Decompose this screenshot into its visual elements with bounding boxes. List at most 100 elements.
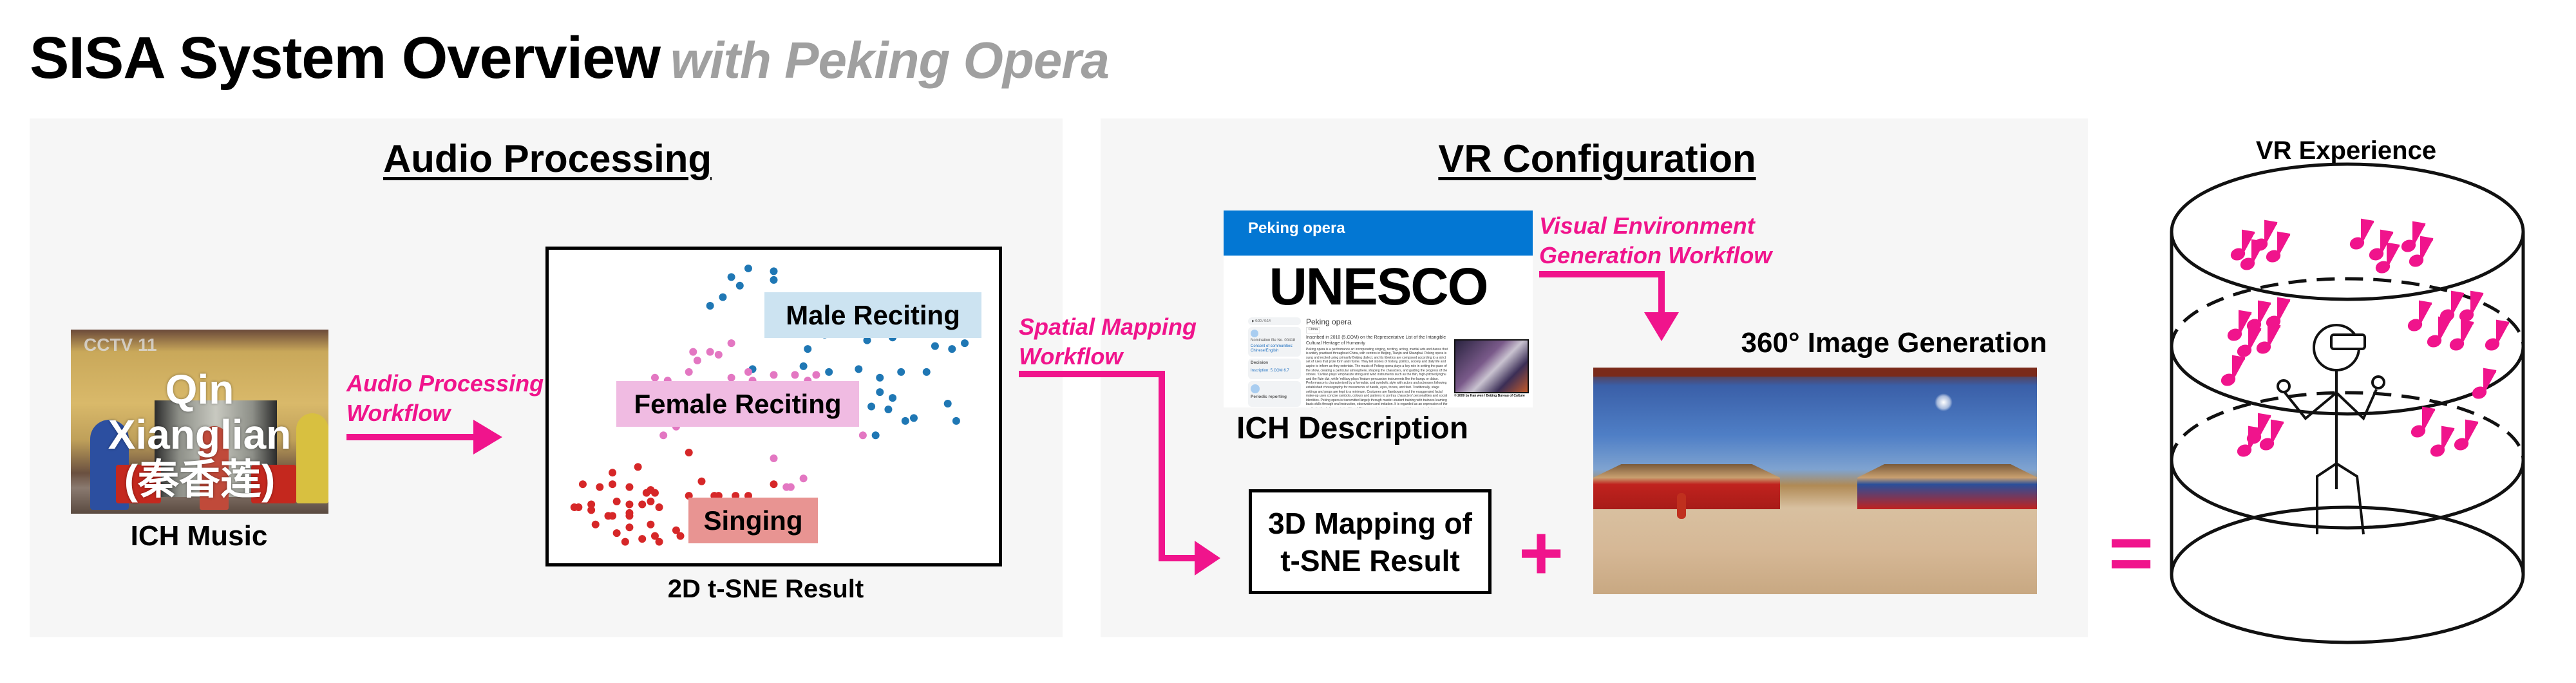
scatter-point-female-reciting xyxy=(727,339,735,348)
scatter-point-male-reciting xyxy=(952,416,960,425)
scatter-point-singing xyxy=(638,535,647,543)
music-note-icon xyxy=(2407,300,2432,332)
music-note-icon xyxy=(2454,419,2479,451)
scatter-point-male-reciting xyxy=(884,405,893,413)
palace-building xyxy=(1857,464,2037,509)
scatter-point-male-reciting xyxy=(876,388,884,397)
scatter-point-singing xyxy=(672,526,680,534)
cylinder-bottom xyxy=(2170,505,2525,644)
music-note-icon xyxy=(2449,319,2474,351)
scatter-point-singing xyxy=(655,538,663,546)
scatter-point-singing xyxy=(770,480,778,489)
scatter-point-singing xyxy=(596,483,604,491)
scatter-point-female-reciting xyxy=(650,373,659,382)
scatter-point-female-reciting xyxy=(689,348,697,356)
scatter-point-male-reciting xyxy=(863,336,871,344)
arrow-head-icon xyxy=(1644,312,1679,341)
channel-logo: CCTV 11 xyxy=(84,335,157,355)
scatter-point-male-reciting xyxy=(922,368,931,376)
workflow-line: Workflow xyxy=(1019,343,1123,370)
scatter-point-singing xyxy=(650,489,659,497)
music-notes-group xyxy=(2221,218,2510,457)
music-note-icon xyxy=(2401,221,2426,252)
cluster-label-text: Male Reciting xyxy=(786,299,960,330)
scatter-point-singing xyxy=(604,512,612,520)
layer-back xyxy=(2170,391,2525,461)
workflow-line: Workflow xyxy=(346,400,451,426)
vr-experience-caption: VR Experience xyxy=(2255,136,2437,165)
unesco-overlay: UNESCO xyxy=(1269,257,1489,316)
workflow-line: Visual Environment xyxy=(1539,212,1755,239)
scatter-point-male-reciting xyxy=(799,362,808,370)
music-note-icon xyxy=(2459,290,2484,322)
sidebar-periodic: Periodic reporting xyxy=(1248,381,1301,407)
decision-heading: Decision xyxy=(1251,360,1269,365)
scatter-point-singing xyxy=(587,500,596,509)
performer-figure xyxy=(1677,493,1686,519)
scatter-point-male-reciting xyxy=(948,345,956,353)
title-main: SISA System Overview xyxy=(30,25,661,91)
scatter-point-singing xyxy=(650,532,659,540)
scatter-point-male-reciting xyxy=(961,339,969,348)
scatter-point-male-reciting xyxy=(943,400,952,408)
overlay-line: (秦香莲) xyxy=(124,456,276,503)
scatter-point-singing xyxy=(676,532,685,540)
scatter-point-singing xyxy=(612,498,621,506)
music-note-icon xyxy=(2472,368,2497,399)
3d-mapping-box: 3D Mapping of t-SNE Result xyxy=(1249,489,1492,594)
scatter-point-female-reciting xyxy=(858,431,867,440)
scatter-point-male-reciting xyxy=(744,264,752,272)
scatter-point-male-reciting xyxy=(770,276,778,284)
scatter-point-singing xyxy=(591,520,600,529)
scatter-point-singing xyxy=(625,483,634,491)
arrow-head-icon xyxy=(1195,541,1220,575)
music-note-icon xyxy=(2369,229,2394,261)
performer-figure xyxy=(296,413,328,503)
nomination-text: Nomination file No. 00418 xyxy=(1251,339,1296,342)
title-subtitle: with Peking Opera xyxy=(670,32,1110,89)
visual-workflow-arrow-line xyxy=(1539,271,1665,315)
scatter-point-male-reciting xyxy=(770,267,778,276)
scatter-point-female-reciting xyxy=(693,356,701,364)
scatter-point-singing xyxy=(612,529,621,538)
scatter-point-male-reciting xyxy=(825,368,833,376)
periodic-heading: Periodic reporting xyxy=(1251,395,1287,399)
play-icon[interactable]: ▶ xyxy=(1252,319,1255,323)
music-title-overlay: Qin Xianglian (秦香莲) xyxy=(71,367,328,502)
video-thumbnail[interactable] xyxy=(1454,339,1529,393)
workflow-line: Audio Processing xyxy=(346,370,544,397)
scatter-point-singing xyxy=(655,503,663,511)
equals-sign: = xyxy=(2108,510,2154,596)
tsne-caption: 2D t-SNE Result xyxy=(667,575,864,603)
unesco-header: Peking opera xyxy=(1224,211,1533,256)
scatter-point-male-reciting xyxy=(735,281,744,290)
mapping-line: 3D Mapping of xyxy=(1268,506,1472,540)
scatter-point-singing xyxy=(587,506,596,514)
performer-figure xyxy=(200,426,229,510)
music-note-icon xyxy=(2485,319,2510,351)
music-note-icon xyxy=(2259,419,2284,451)
music-note-icon xyxy=(2410,406,2436,438)
scatter-point-female-reciting xyxy=(659,431,668,440)
scatter-point-singing xyxy=(621,538,629,546)
music-note-icon xyxy=(2427,316,2452,348)
music-note-icon xyxy=(2430,426,2455,457)
vr-cylinder-sketch xyxy=(2170,162,2525,644)
music-note-icon xyxy=(2227,310,2252,341)
photo-credit: © 2009 by Han wen / Beijing Bureau of Cu… xyxy=(1454,394,1525,398)
scatter-point-female-reciting xyxy=(706,348,714,356)
cluster-label-female-reciting: Female Reciting xyxy=(616,381,859,427)
layer-back xyxy=(2170,277,2525,347)
consent-link[interactable]: Consent of communities: Chinese/English xyxy=(1251,344,1294,353)
music-note-icon xyxy=(2237,326,2262,357)
scatter-point-male-reciting xyxy=(889,394,897,402)
scatter-point-singing xyxy=(570,503,578,511)
music-note-icon xyxy=(2349,218,2374,250)
inscription-link[interactable]: Inscription: 5.COM 6.7 xyxy=(1251,369,1289,373)
workflow-line: Generation Workflow xyxy=(1539,242,1772,268)
audio-player[interactable]: ▶ 0:00 / 0:14 xyxy=(1248,317,1301,325)
sun xyxy=(1935,393,1953,411)
scatter-point-female-reciting xyxy=(812,371,820,379)
